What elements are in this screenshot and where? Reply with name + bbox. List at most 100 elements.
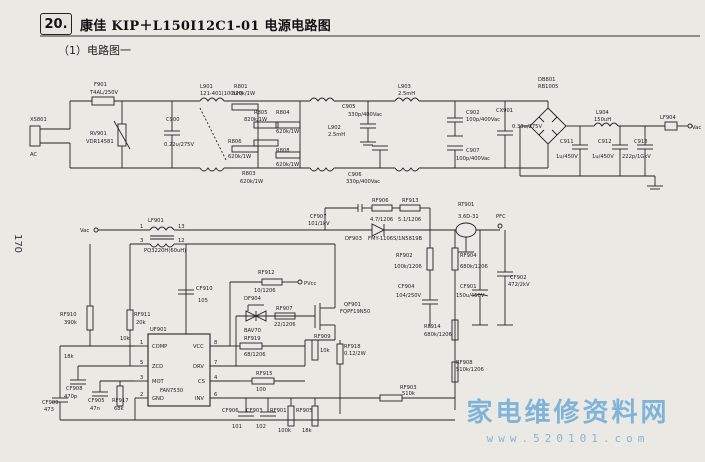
label-r18k: 18k (64, 354, 74, 360)
label-rv901v: VDR14581 (86, 139, 114, 145)
label-qf901v: FQPF19N50 (340, 309, 370, 315)
label-db801: DB801 (538, 77, 555, 83)
label-rf907: RF907 (276, 306, 293, 312)
emi-filter-section (29, 96, 693, 190)
label-r808: R808 (276, 148, 290, 154)
label-drv: DRV (193, 364, 204, 370)
label-inv: INV (195, 396, 204, 402)
label-cf907v: 101/1kV (308, 221, 330, 227)
f901-fuse (91, 96, 115, 106)
watermark-url: www.520101.com (486, 432, 650, 445)
label-rf912: RF912 (258, 270, 275, 276)
label-pin-7: 7 (214, 360, 217, 366)
label-cx901v: 0.33u/275V (512, 124, 542, 130)
label-rf911: RF911 (134, 312, 151, 318)
label-rf905v: 18k (302, 428, 312, 434)
label-pin-8: 8 (214, 340, 217, 346)
section-number-badge: 20. (40, 13, 72, 35)
label-f901: F901 (94, 82, 107, 88)
label-pin-5: 5 (140, 360, 143, 366)
label-l904v: 150uH (594, 117, 611, 123)
label-rf906: RF906 (372, 198, 389, 204)
label-cf909: CF909 (42, 400, 59, 406)
lf901-transformer (149, 226, 175, 231)
label-rf901v: 100k (278, 428, 291, 434)
label-pfc: PFC (496, 214, 506, 220)
label-xs801: XS801 (30, 117, 47, 123)
subtitle: （1）电路图一 (58, 44, 131, 57)
label-c905: C905 (342, 104, 356, 110)
label-r801: R801 (234, 84, 248, 90)
label-r804: R804 (276, 110, 290, 116)
label-r806: R806 (228, 139, 242, 145)
label-gnd: GND (152, 396, 164, 402)
label-pin-6: 6 (214, 392, 217, 398)
label-lf901v: PQ3220H(60uH) (144, 248, 186, 254)
label-rf904: RF904 (460, 253, 477, 259)
label-cf905: CF905 (88, 398, 105, 404)
uf901-chip (147, 333, 211, 407)
label-rf910: RF910 (60, 312, 77, 318)
label-c913v: 222p/1GkV (622, 154, 651, 160)
watermark-chinese: 家电维修资料网 (466, 398, 670, 428)
label-c902v: 100p/400Vac (466, 117, 500, 123)
watermark: 家电维修资料网 www.520101.com (437, 392, 699, 452)
label-comp: COMP (152, 344, 167, 350)
label-rf915: RF915 (256, 371, 273, 377)
label-rf908v: 510k/1206 (456, 367, 484, 373)
xs801-connector (29, 125, 41, 147)
label-rf903: RF903 (400, 385, 417, 391)
label-rf913: RF913 (402, 198, 419, 204)
label-cf907: CF907 (310, 214, 327, 220)
label-rf909v: 10k (320, 348, 330, 354)
label-l904: L904 (596, 110, 609, 116)
label-db801v: RB1005 (538, 84, 558, 90)
label-cf909v: 473 (44, 407, 54, 413)
label-rf913v: 5.1/1206 (398, 217, 421, 223)
label-df904: DF904 (244, 296, 262, 302)
label-c911v: 1u/450V (556, 154, 578, 160)
label-lf901: LF901 (148, 218, 164, 224)
label-r805: R805 (254, 110, 268, 116)
label-cf906: CF906 (222, 408, 239, 414)
label-rf903v: 510k (402, 391, 415, 397)
label-c900v: 0.22u/275V (164, 142, 194, 148)
label-rt901v: 3.6D-31 (458, 214, 479, 220)
label-r806v: 620k/1W (228, 154, 251, 160)
label-l901v: 121-401(100uH) (200, 91, 243, 97)
label-pin-2: 2 (140, 392, 143, 398)
label-c912v: 1u/450V (592, 154, 614, 160)
page-title: 康佳 KIP＋L150I12C1-01 电源电路图 (80, 18, 332, 34)
label-c911: C911 (560, 139, 574, 145)
l904-inductor (593, 122, 619, 127)
label-r808v: 620k/1W (276, 162, 299, 168)
label-c907v: 100p/400Vac (456, 156, 490, 162)
label-ac: AC (30, 152, 37, 158)
label-rf911v: 20k (136, 320, 146, 326)
pfc-section (52, 204, 513, 427)
label-l903v: 2.5mH (398, 91, 415, 97)
label-c907: C907 (466, 148, 480, 154)
label-cf902: CF902 (510, 275, 527, 281)
label-rf919v: 68/1206 (244, 352, 266, 358)
label-df903: DF903 (345, 236, 362, 242)
l903-choke (394, 97, 420, 102)
label-r805v: 820k/1W (244, 117, 267, 123)
label-cf908v: 470p (64, 394, 78, 400)
label-c905v: 330p/400Vac (348, 112, 382, 118)
label-cf904: CF904 (398, 284, 415, 290)
label-rt901: RT901 (458, 202, 474, 208)
label-rf902: RF902 (396, 253, 413, 259)
label-uf901: UF901 (150, 327, 167, 333)
label-cf903v: 102 (256, 424, 266, 430)
label-cf904v: 104/250V (396, 293, 422, 299)
label-cf910v: 105 (198, 298, 208, 304)
l902-choke (309, 97, 335, 102)
label-rf918: RF918 (344, 344, 361, 350)
label-lf904: LF904 (660, 115, 676, 121)
label-rf914: RF914 (424, 324, 441, 330)
label-pvcc: PVcc (304, 281, 317, 287)
label-df903v: FMY-1106S/1N5819B (368, 236, 423, 242)
label-pin-3: 3 (140, 375, 143, 381)
label-r801v: 820k/1W (232, 91, 255, 97)
